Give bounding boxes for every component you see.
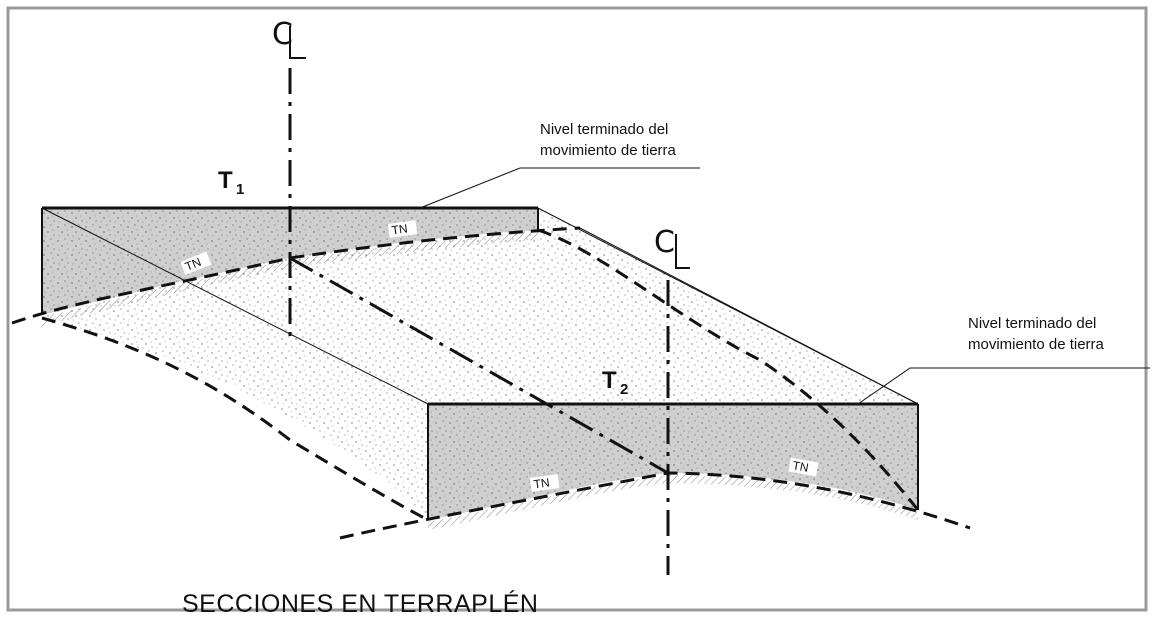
centerline-symbol-1: C [272, 17, 306, 59]
tn-tag-2: TN [387, 220, 418, 238]
tn-label-2: TN [391, 221, 409, 237]
tn-label-1: TN [183, 255, 203, 274]
centerline-lines [288, 68, 670, 575]
tn-tag-4: TN [788, 457, 819, 477]
tn-tag-3: TN [529, 474, 560, 492]
centerline-c-2: C [654, 225, 675, 260]
ground-hatch-1 [42, 232, 538, 326]
section-t1-sub: 1 [236, 181, 244, 198]
section-t2-label: T [602, 367, 617, 394]
tn-tag-1: TN [180, 251, 212, 275]
note-2-line2: movimiento de tierra [968, 336, 1105, 353]
note-1-line2: movimiento de tierra [540, 142, 677, 159]
section-t1-stipple [42, 208, 538, 315]
centerline-c-1: C [272, 17, 293, 52]
section-t2-sub: 2 [620, 381, 628, 398]
border [6, 6, 1148, 612]
section-t2-stipple [428, 404, 918, 520]
tn-label-4: TN [791, 458, 809, 475]
diagram-caption: SECCIONES EN TERRAPLÉN [182, 589, 538, 618]
note-2-line1: Nivel terminado del [968, 315, 1096, 332]
ground-hatch-2 [428, 475, 918, 530]
note-1-line1: Nivel terminado del [540, 121, 668, 138]
tn-label-3: TN [533, 475, 551, 491]
centerline-symbol-2: C [654, 225, 690, 269]
leader-lines [419, 167, 1150, 405]
section-t1-label: T [218, 167, 233, 194]
